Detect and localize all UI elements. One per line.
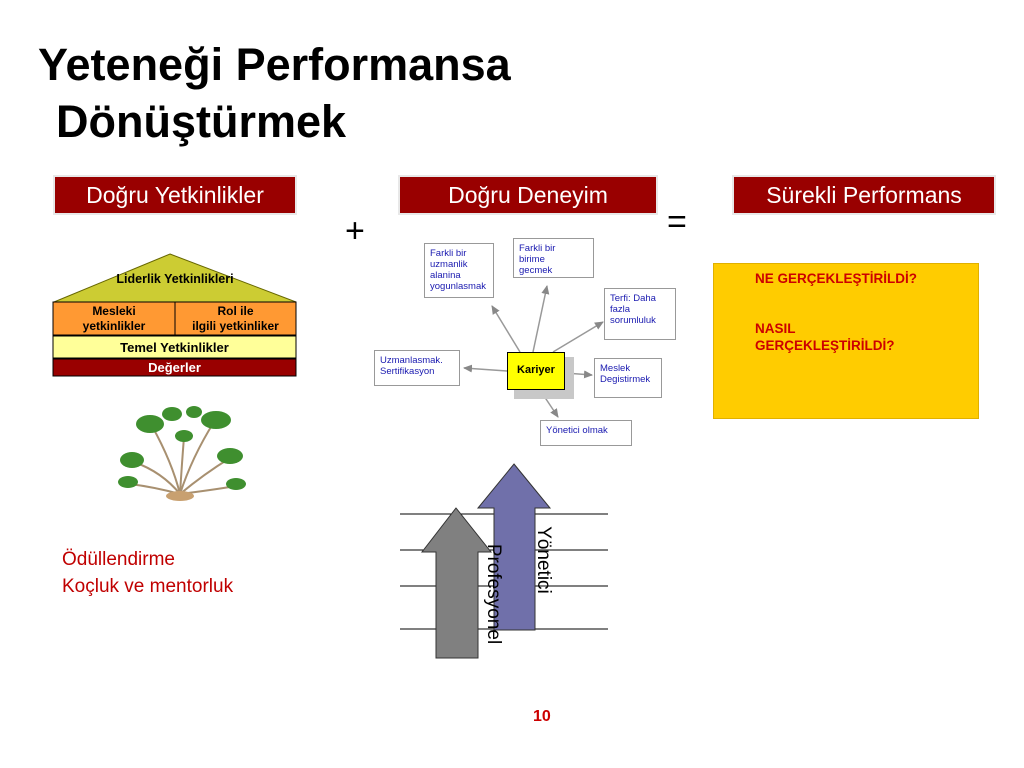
left-pillar-line-1: Mesleki	[92, 304, 136, 318]
node-line: Uzmanlasmak.	[380, 355, 443, 366]
career-node-certification: Uzmanlasmak. Sertifikasyon	[374, 350, 460, 386]
career-node-change-profession: Meslek Degistirmek	[594, 358, 662, 398]
node-line: alanina	[430, 270, 461, 281]
performance-box	[713, 263, 979, 419]
node-line: sorumluluk	[610, 315, 656, 326]
performance-question-how: NASIL GERÇEKLEŞTİRİLDİ?	[755, 320, 895, 354]
node-line: Terfi: Daha	[610, 293, 656, 304]
ladder-label-professional: Profesyonel	[483, 543, 504, 645]
house-roof-label: Liderlik Yetkinlikleri	[116, 272, 234, 286]
house-right-pillar-shape	[174, 301, 297, 336]
node-line: yogunlasmak	[430, 281, 486, 292]
equals-operator: =	[667, 203, 687, 241]
node-line: Meslek	[600, 363, 631, 374]
professional-arrow	[420, 507, 493, 659]
house-left-pillar-shape	[52, 301, 176, 336]
rewards-line-1: Ödüllendirme	[62, 549, 175, 570]
plant-illustration	[118, 406, 246, 501]
node-line: Degistirmek	[600, 374, 651, 385]
plus-operator: +	[345, 212, 365, 250]
career-ladder	[400, 463, 608, 659]
ladder-label-manager: Yönetici	[533, 526, 554, 594]
right-pillar-line-1: Rol ile	[217, 304, 254, 318]
how-line-1: NASIL	[755, 321, 796, 336]
title-line-1: Yeteneği Performansa	[38, 39, 511, 90]
rewards-line-2: Koçluk ve mentorluk	[62, 576, 234, 597]
page-title: Yeteneği Performansa Dönüştürmek	[38, 36, 511, 150]
rewards-text: Ödüllendirme Koçluk ve mentorluk	[62, 546, 233, 600]
node-line: Yönetici olmak	[546, 425, 608, 436]
house-base-label: Değerler	[148, 360, 201, 375]
career-node-specialize-area: Farkli bir uzmanlik alanina yogunlasmak	[424, 243, 494, 298]
manager-arrow	[476, 463, 552, 631]
node-line: gecmek	[519, 265, 553, 276]
node-line: Farkli bir	[430, 248, 467, 259]
node-line: Sertifikasyon	[380, 366, 435, 377]
performance-question-what: NE GERÇEKLEŞTİRİLDİ?	[755, 271, 918, 286]
node-line: Farkli bir	[519, 243, 556, 254]
page-number: 10	[533, 708, 551, 725]
header-right-experience: Doğru Deneyim	[398, 175, 658, 215]
career-node-promotion: Terfi: Daha fazla sorumluluk	[604, 288, 676, 340]
house-foundation-shape	[52, 335, 297, 359]
house-base-shape	[52, 358, 297, 377]
right-pillar-line-2: ilgili yetkinliker	[192, 319, 279, 333]
career-node-manager: Yönetici olmak	[540, 420, 632, 446]
title-line-2: Dönüştürmek	[56, 96, 347, 147]
node-line: fazla	[610, 304, 631, 315]
house-right-pillar: Rol ile ilgili yetkinliker	[175, 304, 296, 334]
header-continuous-performance: Sürekli Performans	[732, 175, 996, 215]
header-right-competencies: Doğru Yetkinlikler	[53, 175, 297, 215]
house-foundation-label: Temel Yetkinlikler	[120, 340, 229, 355]
house-left-pillar: Mesleki yetkinlikler	[53, 304, 175, 334]
career-node-other-unit: Farkli bir birime gecmek	[513, 238, 594, 278]
career-center: Kariyer	[507, 352, 565, 390]
house-shapes	[52, 253, 297, 377]
node-line: birime	[519, 254, 545, 265]
left-pillar-line-2: yetkinlikler	[82, 319, 146, 333]
how-line-2: GERÇEKLEŞTİRİLDİ?	[755, 338, 895, 353]
node-line: uzmanlik	[430, 259, 468, 270]
